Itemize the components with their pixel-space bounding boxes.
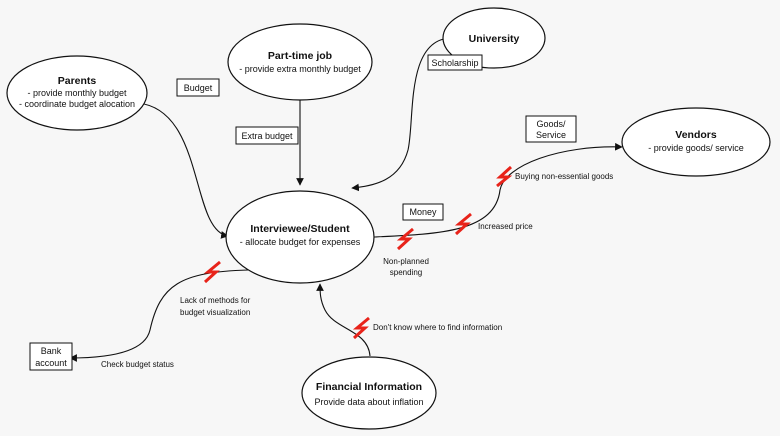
box-extra-budget-rect xyxy=(235,126,299,145)
node-parents[interactable]: Parents - provide monthly budget - coord… xyxy=(6,55,148,131)
node-financial-title: Financial Information xyxy=(316,381,422,393)
box-bank-line-1: Bank xyxy=(41,346,62,356)
label-buying: Buying non-essential goods xyxy=(515,172,613,181)
box-budget[interactable]: Budget xyxy=(176,78,220,97)
node-vendors-title: Vendors xyxy=(675,129,717,141)
box-goods-line-1: Goods/ xyxy=(536,119,566,129)
label-check: Check budget status xyxy=(101,360,174,369)
node-financial-shape xyxy=(301,356,437,430)
box-goods-line-2: Service xyxy=(536,130,566,140)
pain-bolt-buying xyxy=(496,165,513,188)
node-student-line-1: - allocate budget for expenses xyxy=(240,237,361,247)
label-lack-2: budget visualization xyxy=(180,308,250,317)
box-bank-line-2: account xyxy=(35,358,67,368)
box-money-label: Money xyxy=(409,207,437,217)
box-extra-budget[interactable]: Extra budget xyxy=(235,126,299,145)
node-university-shape xyxy=(442,7,546,69)
edge-parents-student xyxy=(137,102,229,239)
pain-bolt-dontknow xyxy=(352,316,370,340)
node-parttime-line-1: - provide extra monthly budget xyxy=(239,64,361,74)
node-parents-title: Parents xyxy=(58,75,97,87)
label-dontknow: Don't know where to find information xyxy=(373,323,502,332)
node-financial-line-1: Provide data about inflation xyxy=(314,397,423,407)
pain-bolt-nonplanned xyxy=(396,227,414,251)
edge-student-bank xyxy=(69,269,249,362)
box-extra-budget-label: Extra budget xyxy=(241,131,293,141)
node-vendors[interactable]: Vendors - provide goods/ service xyxy=(621,107,771,177)
label-nonplanned-2: spending xyxy=(390,268,422,277)
label-lack-1: Lack of methods for xyxy=(180,296,251,305)
edge-university-student xyxy=(351,37,453,192)
node-university-title: University xyxy=(469,33,520,45)
box-scholarship[interactable]: Scholarship xyxy=(427,54,483,71)
box-money[interactable]: Money xyxy=(402,203,444,221)
node-parttime-title: Part-time job xyxy=(268,50,332,62)
node-parents-line-2: - coordinate budget alocation xyxy=(19,99,135,109)
node-parents-shape xyxy=(6,55,148,131)
box-goods-rect xyxy=(525,115,577,143)
box-goods-service[interactable]: Goods/ Service xyxy=(525,115,577,143)
node-parttime-shape xyxy=(227,23,373,101)
node-student[interactable]: Interviewee/Student - allocate budget fo… xyxy=(225,190,375,284)
node-university[interactable]: University xyxy=(442,7,546,69)
edge-financial-student xyxy=(316,283,371,357)
box-budget-label: Budget xyxy=(184,83,213,93)
node-parents-line-1: - provide monthly budget xyxy=(27,88,127,98)
edge-student-vendors xyxy=(373,142,623,238)
node-vendors-shape xyxy=(621,107,771,177)
node-student-title: Interviewee/Student xyxy=(250,223,350,235)
label-increased: Increased price xyxy=(478,222,533,231)
box-scholarship-label: Scholarship xyxy=(431,58,478,68)
box-scholarship-rect xyxy=(427,54,483,71)
label-nonplanned-1: Non-planned xyxy=(383,257,429,266)
pain-bolt-increased xyxy=(454,212,472,236)
node-parttime[interactable]: Part-time job - provide extra monthly bu… xyxy=(227,23,373,101)
pain-bolt-lack xyxy=(203,260,221,284)
node-financial[interactable]: Financial Information Provide data about… xyxy=(301,356,437,430)
box-bank-rect xyxy=(29,342,73,371)
node-vendors-line-1: - provide goods/ service xyxy=(648,143,744,153)
box-money-rect xyxy=(402,203,444,221)
box-budget-rect xyxy=(176,78,220,97)
node-student-shape xyxy=(225,190,375,284)
box-bank-account[interactable]: Bank account xyxy=(29,342,73,371)
